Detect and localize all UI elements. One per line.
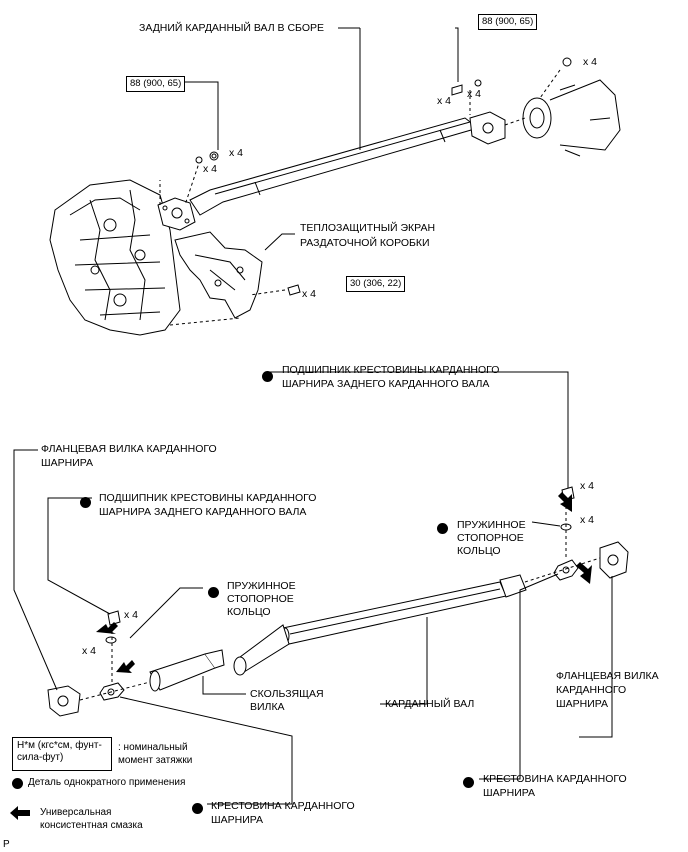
label-snap-ring-right-line1: ПРУЖИННОЕ bbox=[457, 519, 526, 531]
qty-bolt-right-b: x 4 bbox=[467, 88, 482, 100]
label-spider-left-line1: КРЕСТОВИНА КАРДАННОГО bbox=[211, 800, 355, 812]
legend-grease-line2: консистентная смазка bbox=[40, 820, 143, 831]
grease-arrow-top-right bbox=[558, 492, 572, 512]
qty-ring-left: x 4 bbox=[82, 645, 97, 657]
label-flange-yoke-right-line1: ФЛАНЦЕВАЯ ВИЛКА bbox=[556, 670, 659, 682]
label-spider-right-line2: ШАРНИРА bbox=[483, 787, 536, 799]
label-flange-yoke-left-line2: ШАРНИРА bbox=[41, 457, 94, 469]
corner-mark: P bbox=[3, 839, 10, 850]
qty-bearing-top: x 4 bbox=[580, 480, 595, 492]
label-snap-ring-left-line1: ПРУЖИННОЕ bbox=[227, 580, 296, 592]
single-use-dot-bearing-left bbox=[80, 497, 91, 508]
legend-torque-box: Н*м (кгс*см, фунт- сила-фут) bbox=[12, 737, 112, 771]
qty-bearing-left: x 4 bbox=[124, 609, 139, 621]
label-flange-yoke-left-line1: ФЛАНЦЕВАЯ ВИЛКА КАРДАННОГО bbox=[41, 443, 217, 455]
bottom-left-spider bbox=[99, 682, 125, 701]
label-flange-yoke-right-line2: КАРДАННОГО bbox=[556, 684, 627, 696]
label-bearing-top-line2: ШАРНИРА ЗАДНЕГО КАРДАННОГО ВАЛА bbox=[282, 378, 490, 390]
grease-arrow-right-spider bbox=[576, 562, 592, 584]
differential-flange bbox=[522, 79, 621, 157]
top-right-flange bbox=[469, 111, 506, 145]
label-flange-yoke-right-line3: ШАРНИРА bbox=[556, 698, 609, 710]
qty-left-washer: x 4 bbox=[229, 147, 244, 159]
label-slip-yoke-line2: ВИЛКА bbox=[250, 701, 285, 713]
label-bearing-top-line1: ПОДШИПНИК КРЕСТОВИНЫ КАРДАННОГО bbox=[282, 364, 500, 376]
top-left-flange bbox=[157, 197, 196, 231]
label-snap-ring-left-line3: КОЛЬЦО bbox=[227, 606, 271, 618]
propeller-shaft-tube bbox=[233, 574, 527, 676]
transmission-housing bbox=[49, 179, 181, 336]
label-snap-ring-left-line2: СТОПОРНОЕ bbox=[227, 593, 294, 605]
legend-single-use-text: Деталь однократного применения bbox=[28, 777, 186, 788]
single-use-dot-spider-left bbox=[192, 803, 203, 814]
label-heat-shield-line2: РАЗДАТОЧНОЙ КОРОБКИ bbox=[300, 237, 430, 249]
torque-top-left: 88 (900, 65) bbox=[126, 76, 186, 92]
label-spider-left-line2: ШАРНИРА bbox=[211, 814, 264, 826]
qty-left-nut: x 4 bbox=[203, 163, 218, 175]
label-bearing-left-line2: ШАРНИРА ЗАДНЕГО КАРДАННОГО ВАЛА bbox=[99, 506, 307, 518]
legend-single-use-dot bbox=[12, 778, 23, 789]
legend-grease-line1: Универсальная bbox=[40, 807, 112, 818]
slip-yoke bbox=[149, 649, 225, 692]
label-propeller-shaft: КАРДАННЫЙ ВАЛ bbox=[385, 698, 475, 710]
label-rear-shaft-assembly: ЗАДНИЙ КАРДАННЫЙ ВАЛ В СБОРЕ bbox=[139, 22, 325, 34]
label-snap-ring-right-line2: СТОПОРНОЕ bbox=[457, 532, 524, 544]
single-use-dot-bearing-top bbox=[262, 371, 273, 382]
legend-torque-unit-line2: сила-фут) bbox=[17, 752, 64, 763]
legend-grease-arrow bbox=[10, 806, 30, 820]
grease-arrow-left-bearing bbox=[96, 622, 118, 634]
qty-shield-bolt: x 4 bbox=[302, 288, 317, 300]
legend-torque-desc-line2: момент затяжки bbox=[118, 755, 193, 766]
label-heat-shield-line1: ТЕПЛОЗАЩИТНЫЙ ЭКРАН bbox=[300, 222, 436, 234]
grease-arrow-left-spider bbox=[116, 660, 135, 673]
torque-top-right: 88 (900, 65) bbox=[478, 14, 538, 30]
label-snap-ring-right-line3: КОЛЬЦО bbox=[457, 545, 501, 557]
bottom-right-spider bbox=[553, 559, 579, 581]
single-use-dot-snap-left bbox=[208, 587, 219, 598]
label-spider-right-line1: КРЕСТОВИНА КАРДАННОГО bbox=[483, 773, 627, 785]
legend-torque-unit-line1: Н*м (кгс*см, фунт- bbox=[17, 740, 102, 751]
qty-ring-top: x 4 bbox=[580, 514, 595, 526]
bottom-right-flange bbox=[599, 541, 629, 579]
label-slip-yoke-line1: СКОЛЬЗЯЩАЯ bbox=[250, 688, 324, 700]
qty-bolt-right-a: x 4 bbox=[437, 95, 452, 107]
torque-shield: 30 (306, 22) bbox=[346, 276, 406, 292]
qty-top-right-nut: x 4 bbox=[583, 56, 598, 68]
label-bearing-left-line1: ПОДШИПНИК КРЕСТОВИНЫ КАРДАННОГО bbox=[99, 492, 317, 504]
rear-shaft-tube bbox=[189, 117, 480, 216]
heat-shield bbox=[174, 231, 263, 319]
bottom-left-flange bbox=[47, 685, 81, 717]
single-use-dot-spider-right bbox=[463, 777, 474, 788]
legend-torque-desc-line1: : номинальный bbox=[118, 742, 188, 753]
single-use-dot-snap-right bbox=[437, 523, 448, 534]
